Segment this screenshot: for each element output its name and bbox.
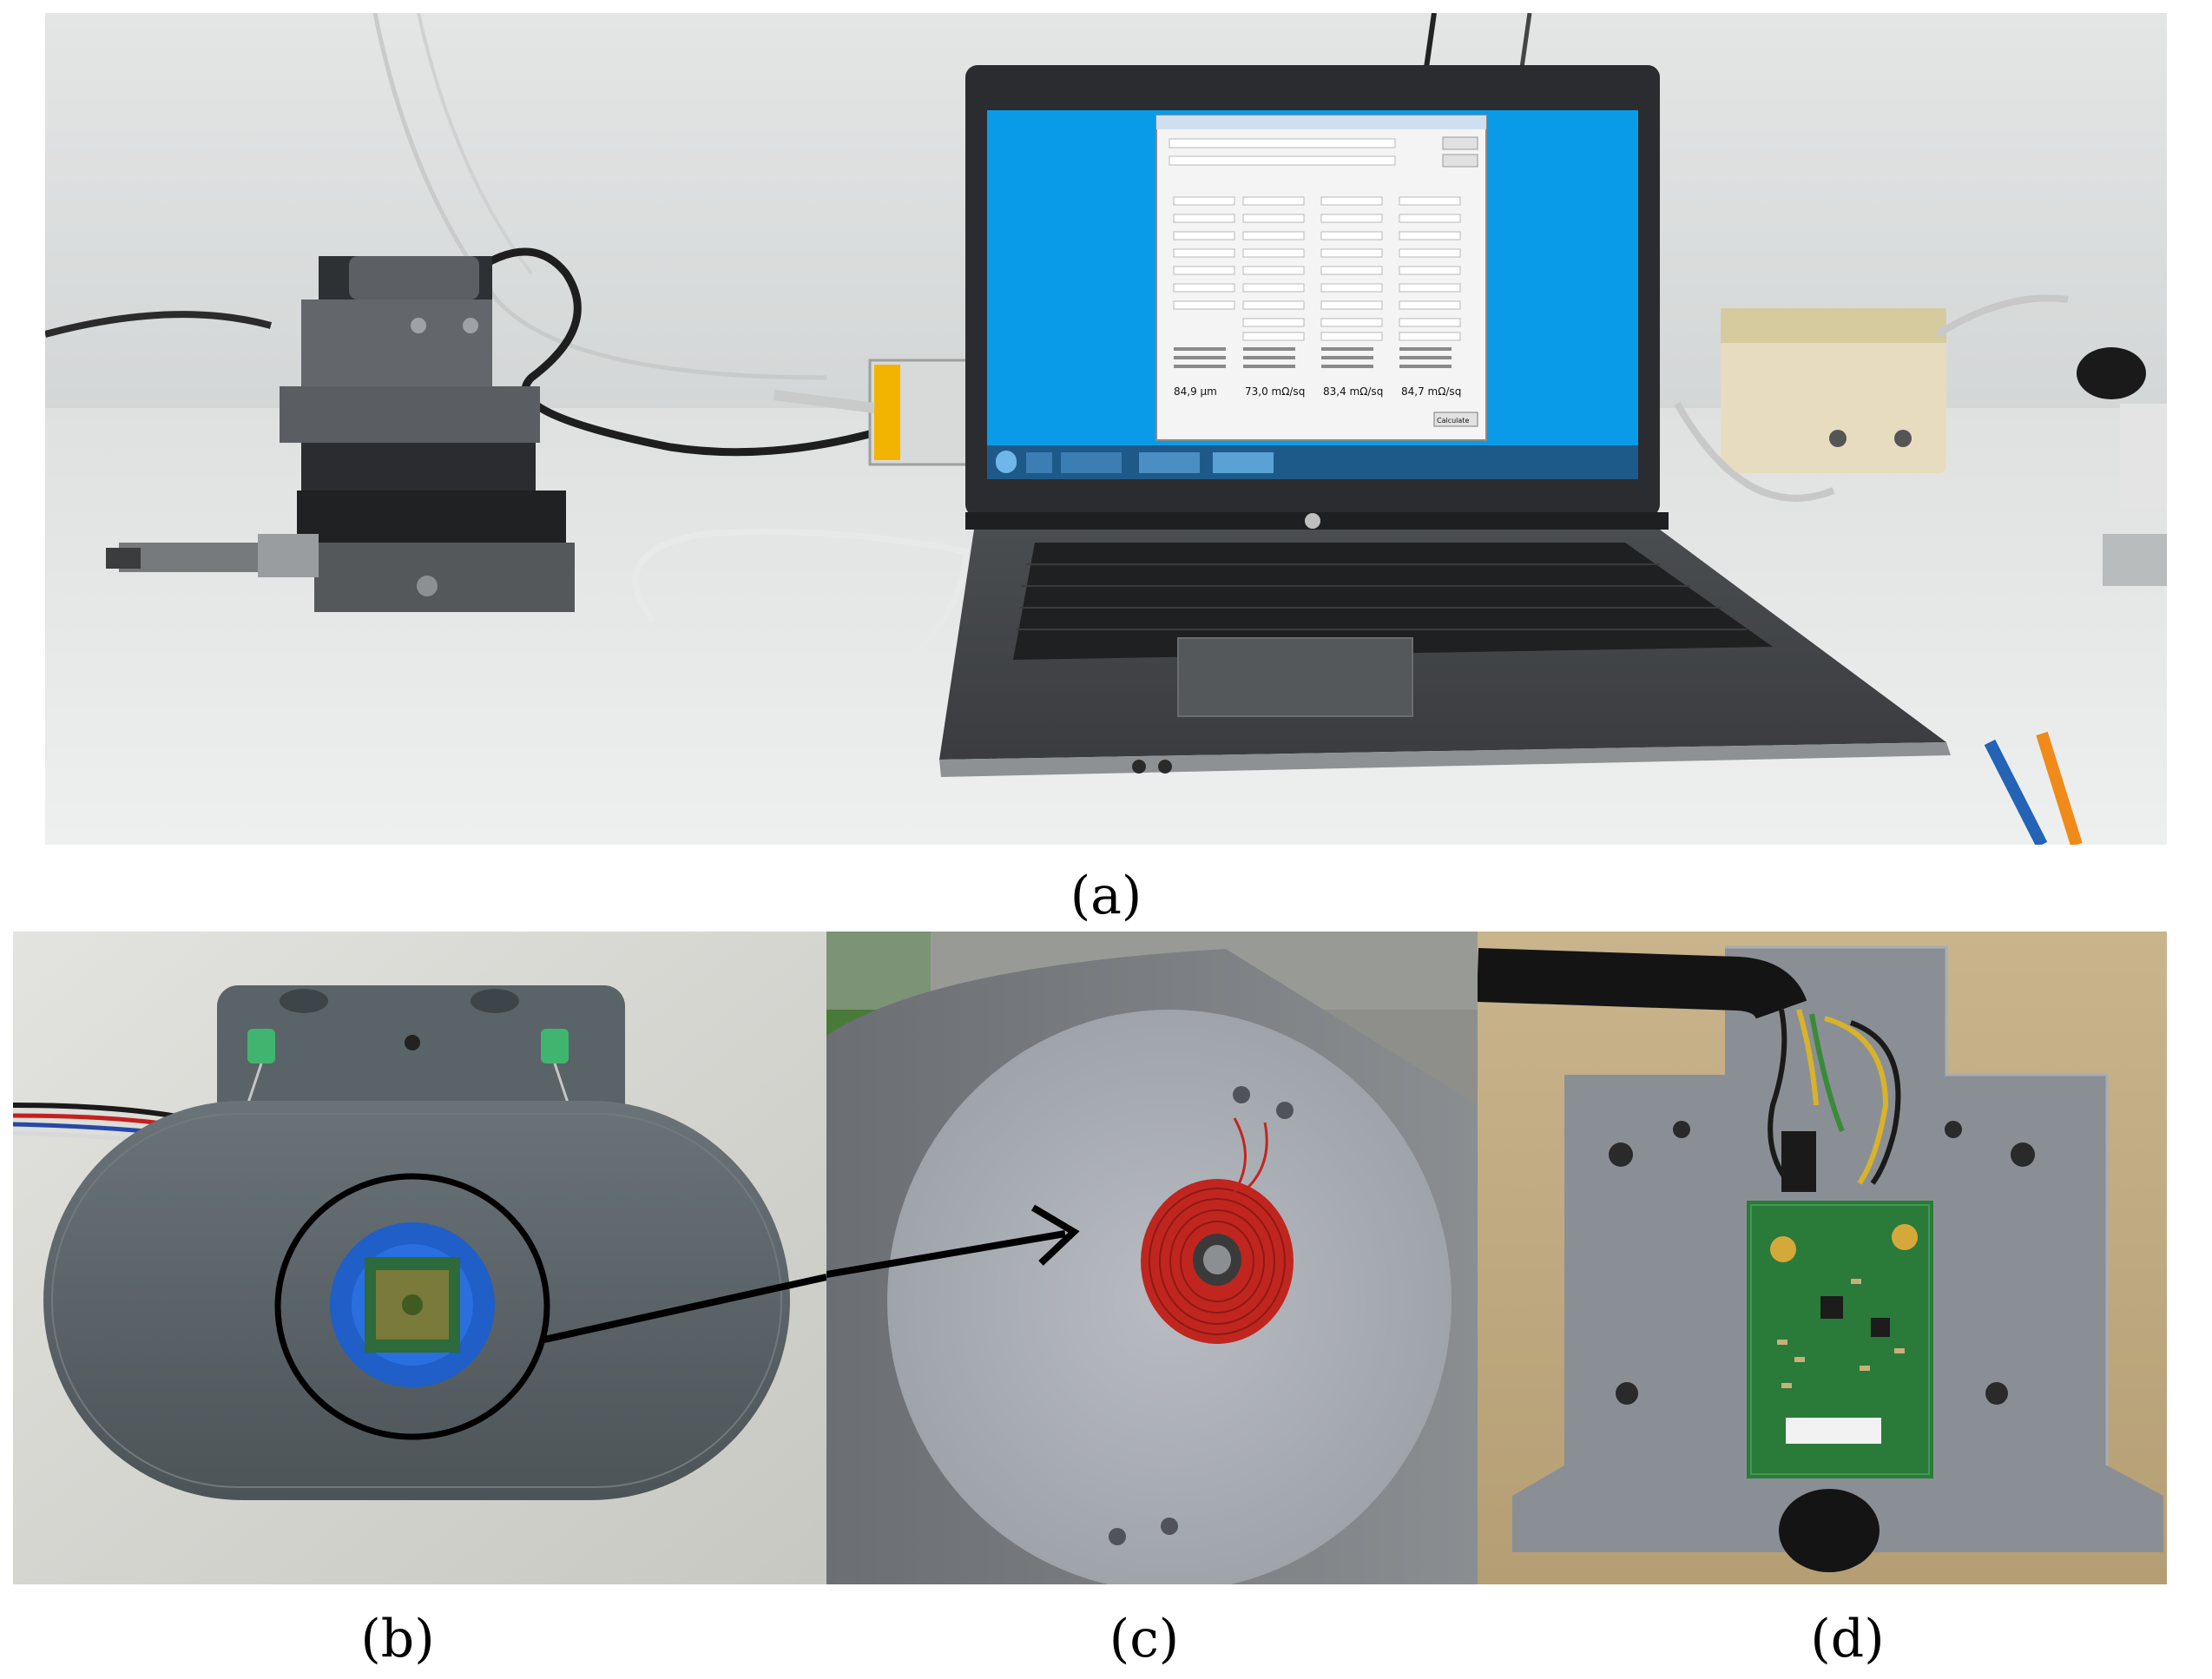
laptop: 84,9 µm 73,0 mΩ/sq 83,4 mΩ/sq 84,7 mΩ/sq…	[939, 65, 1951, 777]
connector	[1779, 1489, 1880, 1572]
caption-d: (d)	[1810, 1609, 1885, 1669]
arrow-head	[1030, 1204, 1080, 1266]
micrometer-stage	[106, 256, 575, 612]
coil-closeup-scene	[826, 932, 1478, 1584]
calculate-button-label: Calculate	[1437, 417, 1469, 425]
panel-b-photo	[13, 932, 826, 1584]
contact-needles	[246, 1029, 570, 1106]
cable	[1478, 948, 1807, 1021]
arrow-shaft	[826, 1230, 1066, 1278]
readout-sheet-resistance-3: 84,7 mΩ/sq	[1401, 385, 1461, 398]
calculate-button[interactable]	[1433, 412, 1478, 427]
caption-a: (a)	[1070, 866, 1142, 926]
touchpad	[1177, 637, 1413, 717]
panel-d-photo	[1478, 932, 2167, 1584]
readout-sheet-resistance-1: 73,0 mΩ/sq	[1245, 385, 1305, 398]
panel-a-photo: 84,9 µm 73,0 mΩ/sq 83,4 mΩ/sq 84,7 mΩ/sq…	[45, 13, 2167, 845]
shielded-sensor	[1781, 1131, 1816, 1192]
pcb-mount-scene	[1478, 932, 2167, 1584]
keyboard	[1013, 543, 1773, 660]
sensor-housing-scene	[13, 932, 826, 1584]
power-supply	[1721, 308, 1946, 473]
lab-setup-scene: 84,9 µm 73,0 mΩ/sq 83,4 mΩ/sq 84,7 mΩ/sq…	[45, 13, 2167, 845]
panel-c-photo	[826, 932, 1478, 1584]
knob	[2077, 347, 2167, 586]
pcb-label	[1786, 1418, 1881, 1444]
coil	[1141, 1117, 1294, 1344]
caption-c: (c)	[1109, 1609, 1180, 1669]
highlight-circle	[274, 1173, 550, 1440]
readout-sheet-resistance-2: 83,4 mΩ/sq	[1323, 385, 1383, 398]
caption-b: (b)	[360, 1609, 435, 1669]
readout-thickness: 84,9 µm	[1174, 385, 1217, 398]
